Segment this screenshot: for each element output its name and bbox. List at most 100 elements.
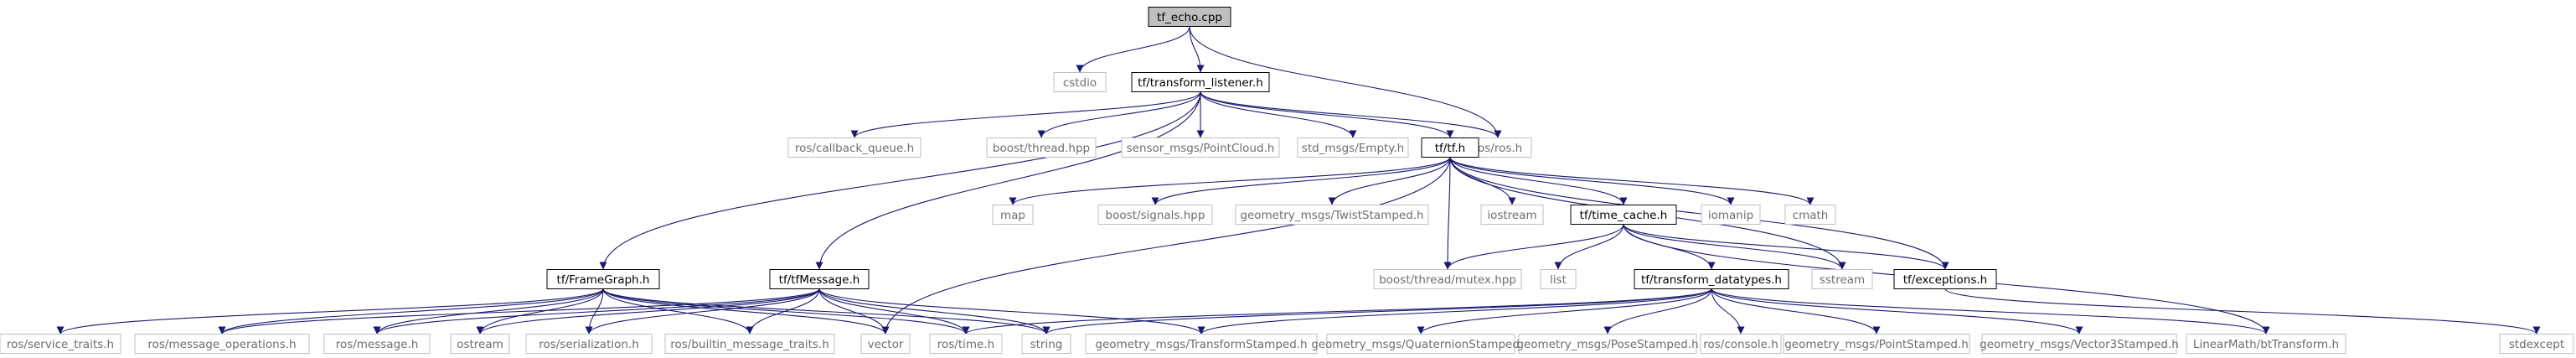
edge-tfmessage-to-vector	[818, 288, 890, 335]
node-tf_h[interactable]: tf/tf.h	[1421, 137, 1479, 158]
node-label-iomanip: iomanip	[1708, 209, 1753, 222]
node-label-point: geometry_msgs/PointStamped.h	[1784, 338, 1969, 351]
node-box-tfmessage	[769, 269, 870, 289]
edge-transform_listener-to-tfmessage	[815, 91, 1201, 270]
node-label-cmath: cmath	[1793, 209, 1829, 222]
node-tfmessage[interactable]: tf/tfMessage.h	[769, 269, 870, 289]
node-cstdio: cstdio	[1053, 72, 1107, 92]
node-transform_listener[interactable]: tf/transform_listener.h	[1131, 72, 1270, 92]
node-box-time_cache	[1570, 205, 1677, 225]
node-tf_echo[interactable]: tf_echo.cpp	[1148, 7, 1231, 27]
node-label-cstdio: cstdio	[1063, 76, 1097, 90]
node-box-iostream	[1480, 205, 1544, 225]
node-pose: geometry_msgs/PoseStamped.h	[1516, 334, 1699, 354]
node-label-console: ros/console.h	[1703, 338, 1778, 351]
node-box-point	[1783, 334, 1970, 354]
node-ros_ros: ros/ros.h	[1464, 137, 1532, 158]
edge-exceptions-to-stdexcept	[1944, 288, 2541, 335]
node-label-bttransform: LinearMath/btTransform.h	[2193, 338, 2339, 351]
edge-tfmessage-to-time	[818, 288, 970, 335]
edge-tf_echo-to-transform_listener	[1189, 26, 1205, 73]
node-transform_stamped: geometry_msgs/TransformStamped.h	[1085, 334, 1318, 354]
node-box-service_traits	[0, 334, 121, 354]
edge-tfmessage-to-message	[373, 288, 820, 335]
node-label-time_cache: tf/time_cache.h	[1580, 209, 1668, 222]
node-cmath: cmath	[1784, 205, 1836, 225]
node-label-signals: boost/signals.hpp	[1106, 209, 1205, 222]
node-label-sstream: sstream	[1820, 273, 1865, 287]
node-label-tf_h: tf/tf.h	[1435, 142, 1466, 155]
node-box-sstream	[1811, 269, 1873, 289]
edge-tfmessage-to-serialization	[585, 288, 820, 335]
node-label-transform_listener: tf/transform_listener.h	[1138, 76, 1263, 90]
edge-tfmessage-to-ostream	[476, 288, 820, 335]
node-map: map	[992, 205, 1034, 225]
node-box-boost_thread	[986, 137, 1097, 158]
node-label-transform_datatypes: tf/transform_datatypes.h	[1641, 273, 1782, 287]
edge-framegraph-to-message_operations	[218, 288, 604, 335]
node-box-tf_h	[1421, 137, 1479, 158]
node-label-quaternion: geometry_msgs/QuaternionStamped.h	[1311, 338, 1531, 351]
node-box-builtin_traits	[664, 334, 835, 354]
node-box-list	[1540, 269, 1577, 289]
node-label-service_traits: ros/service_traits.h	[7, 338, 114, 351]
edge-transform_datatypes-to-quaternion	[1417, 288, 1712, 335]
node-label-map: map	[1000, 209, 1025, 222]
node-box-transform_stamped	[1085, 334, 1318, 354]
node-boost_thread: boost/thread.hpp	[986, 137, 1097, 158]
node-pointcloud: sensor_msgs/PointCloud.h	[1121, 137, 1280, 158]
node-label-iostream: iostream	[1487, 209, 1536, 222]
node-empty: std_msgs/Empty.h	[1297, 137, 1409, 158]
node-iostream: iostream	[1480, 205, 1544, 225]
node-label-mutex: boost/thread/mutex.hpp	[1379, 273, 1516, 287]
node-box-quaternion	[1326, 334, 1515, 354]
edge-transform_datatypes-to-point	[1711, 288, 1881, 335]
node-box-tf_echo	[1148, 7, 1231, 27]
node-exceptions[interactable]: tf/exceptions.h	[1893, 269, 1997, 289]
node-label-empty: std_msgs/Empty.h	[1302, 142, 1404, 155]
edge-framegraph-to-vector	[602, 288, 890, 335]
node-console: ros/console.h	[1700, 334, 1782, 354]
node-box-string	[1021, 334, 1071, 354]
node-quaternion: geometry_msgs/QuaternionStamped.h	[1311, 334, 1531, 354]
node-box-message	[323, 334, 431, 354]
node-box-serialization	[525, 334, 653, 354]
edge-time_cache-to-list	[1554, 224, 1624, 270]
edge-framegraph-to-message	[373, 288, 604, 335]
edge-tf_h-to-iomanip	[1449, 157, 1735, 205]
edge-transform_listener-to-boost_thread	[1037, 91, 1201, 138]
node-box-cmath	[1784, 205, 1836, 225]
node-message_operations: ros/message_operations.h	[134, 334, 310, 354]
node-label-list: list	[1550, 273, 1567, 287]
edge-framegraph-to-string	[602, 288, 1051, 335]
node-box-map	[992, 205, 1034, 225]
node-builtin_traits: ros/builtin_message_traits.h	[664, 334, 835, 354]
node-time_cache[interactable]: tf/time_cache.h	[1570, 205, 1677, 225]
node-ostream: ostream	[450, 334, 510, 354]
node-transform_datatypes[interactable]: tf/transform_datatypes.h	[1634, 269, 1789, 289]
edge-tf_h-to-exceptions	[1449, 157, 1949, 270]
edge-tfmessage-to-message_operations	[218, 288, 820, 335]
node-box-vector	[860, 334, 911, 354]
edge-transform_datatypes-to-string	[1042, 288, 1712, 335]
node-label-builtin_traits: ros/builtin_message_traits.h	[670, 338, 829, 351]
edge-tfmessage-to-builtin_traits	[746, 288, 820, 335]
node-point: geometry_msgs/PointStamped.h	[1783, 334, 1970, 354]
node-box-iomanip	[1701, 205, 1761, 225]
node-label-serialization: ros/serialization.h	[539, 338, 639, 351]
node-service_traits: ros/service_traits.h	[0, 334, 121, 354]
edge-transform_listener-to-framegraph	[599, 91, 1201, 270]
node-box-bttransform	[2186, 334, 2346, 354]
node-stdexcept: stdexcept	[2499, 334, 2574, 354]
edge-tf_h-to-mutex	[1443, 157, 1452, 270]
edge-transform_datatypes-to-transform_stamped	[1197, 288, 1712, 335]
node-framegraph[interactable]: tf/FrameGraph.h	[546, 269, 660, 289]
node-label-ostream: ostream	[457, 338, 503, 351]
edge-framegraph-to-builtin_traits	[602, 288, 754, 335]
node-label-pointcloud: sensor_msgs/PointCloud.h	[1127, 142, 1275, 155]
edge-tfmessage-to-string	[818, 288, 1051, 335]
node-box-framegraph	[546, 269, 660, 289]
edge-framegraph-to-ostream	[476, 288, 604, 335]
